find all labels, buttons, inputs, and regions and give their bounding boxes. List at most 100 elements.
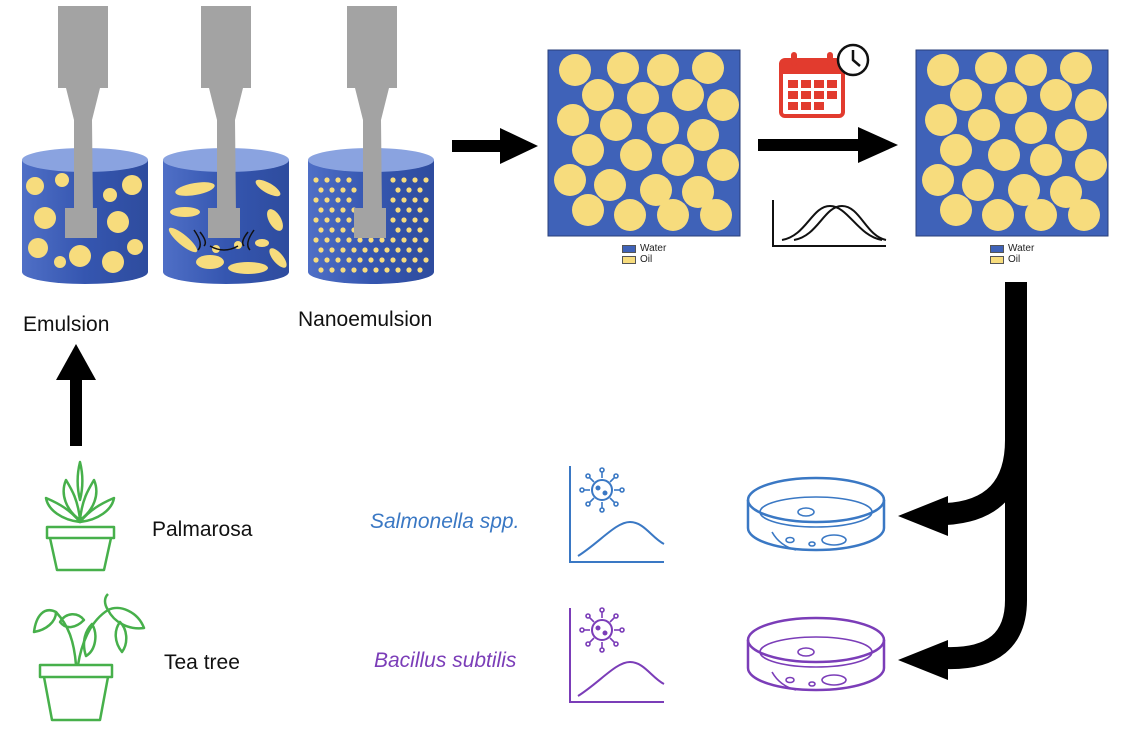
nano-droplet [324, 217, 330, 223]
oil-droplet [614, 199, 646, 231]
emulsion-beaker [22, 6, 148, 284]
nano-droplet [401, 217, 407, 223]
calendar-clock-icon [779, 43, 870, 118]
nano-droplet [395, 207, 401, 213]
nano-droplet [313, 177, 319, 183]
oil-droplet [672, 79, 704, 111]
nano-droplet [346, 237, 352, 243]
nano-droplet [412, 257, 418, 263]
nano-droplet [417, 207, 423, 213]
nano-droplet [423, 197, 429, 203]
nano-droplet [379, 237, 385, 243]
oil-droplet [594, 169, 626, 201]
nano-droplet [318, 187, 324, 193]
plant-label-palmarosa: Palmarosa [152, 518, 253, 541]
nano-droplet [329, 227, 335, 233]
nano-droplet [412, 177, 418, 183]
ultrasound-waves-icon [193, 229, 255, 251]
nano-droplet [351, 187, 357, 193]
nano-droplet [313, 217, 319, 223]
nano-droplet [324, 177, 330, 183]
nano-droplet [362, 267, 368, 273]
nano-droplet [401, 197, 407, 203]
oil-droplet [607, 52, 639, 84]
nano-droplet [368, 257, 374, 263]
nano-droplet [395, 267, 401, 273]
bacteria-label-salmonella: Salmonella spp. [370, 510, 520, 533]
nano-droplet [384, 247, 390, 253]
nano-droplet [329, 267, 335, 273]
legend-water-label: Water [640, 243, 667, 254]
nano-droplet [401, 257, 407, 263]
succulent-plant-icon [44, 460, 116, 572]
nano-droplet [390, 197, 396, 203]
oil-droplet [554, 164, 586, 196]
oil-droplet [657, 199, 689, 231]
nano-droplet [351, 247, 357, 253]
nano-droplet [395, 247, 401, 253]
nano-droplet [390, 177, 396, 183]
oil-droplet [1030, 144, 1062, 176]
bacteria-growth-chart-icon [569, 607, 665, 703]
nano-droplet [357, 257, 363, 263]
oil-droplet [687, 119, 719, 151]
nano-droplet [390, 237, 396, 243]
nano-droplet [335, 217, 341, 223]
nano-droplet [351, 267, 357, 273]
oil-droplet [1015, 54, 1047, 86]
nano-droplet [324, 197, 330, 203]
nano-droplet [406, 227, 412, 233]
oil-droplet [572, 194, 604, 226]
nano-droplet [423, 257, 429, 263]
nano-droplet [395, 187, 401, 193]
nano-droplet [384, 267, 390, 273]
nano-droplet [368, 237, 374, 243]
nano-droplet [335, 177, 341, 183]
oil-droplet [692, 52, 724, 84]
arrow-up [56, 344, 96, 446]
sonication-beaker [163, 6, 289, 284]
nano-droplet [417, 267, 423, 273]
oil-droplet [682, 176, 714, 208]
oil-droplet [1015, 112, 1047, 144]
nano-droplet [324, 257, 330, 263]
nano-droplet [395, 227, 401, 233]
deformed-oil-droplets [168, 179, 287, 274]
legend-initial: Water Oil [622, 243, 666, 265]
nano-droplets [313, 177, 429, 273]
nano-droplet [318, 227, 324, 233]
nano-droplet [401, 237, 407, 243]
nano-droplet [318, 267, 324, 273]
nano-droplet [346, 197, 352, 203]
oil-droplet [995, 82, 1027, 114]
plant-label-tea-tree: Tea tree [164, 651, 240, 674]
oil-droplet [962, 169, 994, 201]
nano-droplet [362, 247, 368, 253]
oil-droplet [1055, 119, 1087, 151]
nano-droplet [406, 267, 412, 273]
oil-droplet [925, 104, 957, 136]
nano-droplet [340, 227, 346, 233]
nano-droplet [335, 197, 341, 203]
nano-droplet [340, 187, 346, 193]
sonicator-probe-icon [347, 6, 397, 238]
nanoemulsion-beaker [308, 6, 434, 284]
emulsion-square-stored [915, 49, 1109, 237]
oil-droplet [982, 199, 1014, 231]
oil-droplet [1060, 52, 1092, 84]
oil-droplet [707, 89, 739, 121]
oil-droplet [627, 82, 659, 114]
oil-droplet [559, 54, 591, 86]
sonicator-probe-icon [58, 6, 108, 238]
nano-droplet [373, 247, 379, 253]
nano-droplet [346, 177, 352, 183]
oil-swatch [990, 255, 1004, 264]
oil-droplet [662, 144, 694, 176]
oil-droplet [707, 149, 739, 181]
oil-droplet [1025, 199, 1057, 231]
nano-droplet [417, 247, 423, 253]
sonicator-probe-icon [201, 6, 251, 238]
nano-droplet [423, 237, 429, 243]
oil-droplet [647, 54, 679, 86]
